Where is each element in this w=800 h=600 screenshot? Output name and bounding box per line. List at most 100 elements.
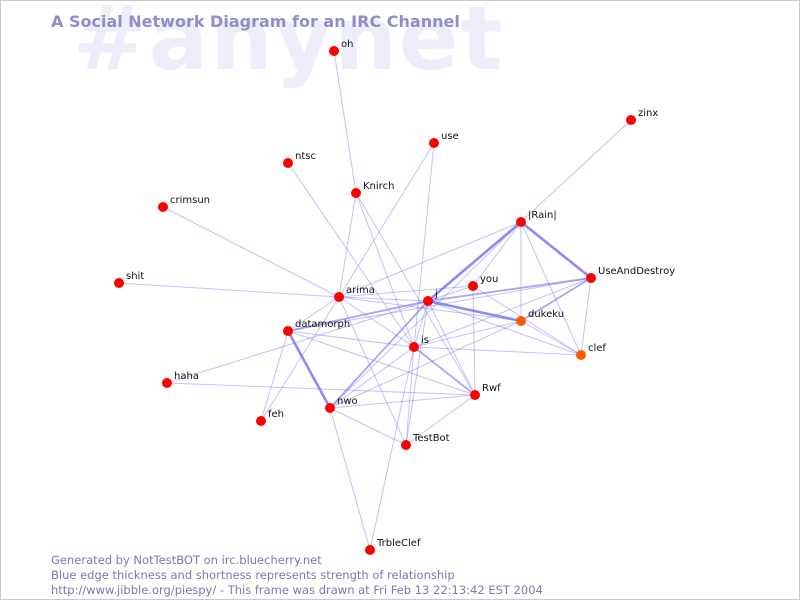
edge-ntsc-is bbox=[287, 162, 415, 348]
edge-arima-dukeku bbox=[338, 296, 522, 322]
node-label: Knirch bbox=[363, 181, 394, 192]
edge-Rain-UseAndDestroy bbox=[520, 220, 592, 280]
node-label: ntsc bbox=[295, 151, 316, 162]
node-label: oh bbox=[341, 39, 353, 50]
node-feh: feh bbox=[256, 409, 284, 426]
node-ntsc: ntsc bbox=[283, 151, 316, 168]
node-dot bbox=[576, 350, 586, 360]
node-dot bbox=[158, 202, 168, 212]
node-label: feh bbox=[268, 409, 284, 420]
edge-arima-TestBot bbox=[338, 296, 407, 446]
node-zinx: zinx bbox=[626, 108, 658, 125]
node-nwo: nwo bbox=[325, 396, 358, 413]
node-Rwf: Rwf bbox=[470, 383, 501, 400]
node-label: |Rain| bbox=[528, 210, 557, 221]
node-Knirch: Knirch bbox=[351, 181, 394, 198]
edge-dukeku-clef bbox=[520, 320, 582, 356]
edge-oh-Knirch bbox=[333, 50, 357, 194]
node-dot bbox=[256, 416, 266, 426]
edge-use-arima bbox=[338, 142, 435, 298]
node-shit: shit bbox=[114, 271, 144, 288]
node-dot bbox=[351, 188, 361, 198]
node-dot bbox=[283, 158, 293, 168]
edge-nwo-dukeku bbox=[329, 320, 522, 409]
edge-j-clef bbox=[427, 300, 582, 356]
edge-datamorph-feh bbox=[260, 330, 289, 422]
node-label: TrbleClef bbox=[376, 538, 421, 549]
node-dot bbox=[586, 273, 596, 283]
edge-datamorph-is bbox=[287, 330, 415, 348]
node-crimsun: crimsun bbox=[158, 195, 210, 212]
node-label: TestBot bbox=[412, 433, 450, 444]
node-dot bbox=[468, 281, 478, 291]
node-label: is bbox=[421, 335, 429, 346]
node-label: datamorph bbox=[295, 319, 350, 330]
edge-zinx-Rain bbox=[520, 119, 632, 223]
footer-legend-note: Blue edge thickness and shortness repres… bbox=[51, 568, 455, 582]
edge-nwo-Rwf bbox=[329, 394, 476, 409]
edge-you-j bbox=[427, 285, 474, 302]
edge-UseAndDestroy-j bbox=[427, 277, 592, 302]
node-j: j bbox=[423, 289, 438, 306]
node-Rain: |Rain| bbox=[516, 210, 557, 227]
node-datamorph: datamorph bbox=[283, 319, 350, 336]
node-dot bbox=[429, 138, 439, 148]
channel-watermark: #anynet bbox=[73, 0, 505, 90]
edge-j-datamorph bbox=[287, 300, 429, 332]
diagram-title: A Social Network Diagram for an IRC Chan… bbox=[51, 12, 460, 31]
edge-Knirch-is bbox=[355, 192, 415, 348]
edge-UseAndDestroy-dukeku bbox=[520, 277, 592, 322]
edge-Knirch-Rwf bbox=[355, 192, 476, 396]
edge-datamorph-nwo bbox=[286, 330, 332, 409]
edge-Rwf-TestBot bbox=[405, 394, 476, 446]
edge-you-arima bbox=[338, 285, 474, 298]
edge-is-Rwf bbox=[413, 346, 476, 396]
edge-shit-arima bbox=[118, 282, 340, 298]
node-UseAndDestroy: UseAndDestroy bbox=[586, 266, 675, 283]
node-TestBot: TestBot bbox=[401, 433, 450, 450]
node-label: UseAndDestroy bbox=[598, 266, 675, 277]
node-label: Rwf bbox=[482, 383, 501, 394]
node-label: clef bbox=[588, 343, 606, 354]
node-dot bbox=[516, 316, 526, 326]
node-use: use bbox=[429, 131, 459, 148]
node-label: arima bbox=[346, 285, 375, 296]
node-is: is bbox=[409, 335, 429, 352]
node-dot bbox=[329, 46, 339, 56]
node-label: j bbox=[434, 289, 438, 300]
node-dot bbox=[409, 342, 419, 352]
node-dot bbox=[365, 545, 375, 555]
edge-j-Rwf bbox=[427, 300, 476, 396]
node-label: you bbox=[480, 274, 498, 285]
node-dot bbox=[325, 403, 335, 413]
edge-crimsun-arima bbox=[162, 206, 340, 298]
edge-is-dukeku bbox=[413, 320, 522, 348]
edge-Knirch-arima bbox=[338, 192, 357, 298]
node-label: zinx bbox=[638, 108, 658, 119]
edge-feh-arima bbox=[260, 296, 340, 422]
edge-Rain-you bbox=[472, 221, 522, 287]
edge-is-clef bbox=[413, 346, 582, 356]
edge-j-TestBot bbox=[405, 300, 429, 446]
edge-you-Rwf bbox=[472, 285, 476, 396]
node-label: use bbox=[441, 131, 459, 142]
node-label: dukeku bbox=[528, 309, 564, 320]
footer: Generated by NotTestBOT on irc.bluecherr… bbox=[51, 553, 543, 598]
node-label: shit bbox=[126, 271, 144, 282]
edge-is-TestBot bbox=[405, 346, 415, 446]
node-label: crimsun bbox=[170, 195, 210, 206]
node-haha: haha bbox=[162, 371, 199, 388]
edge-arima-datamorph bbox=[287, 296, 340, 332]
node-dot bbox=[470, 390, 480, 400]
node-dukeku: dukeku bbox=[516, 309, 564, 326]
edge-arima-j bbox=[338, 296, 429, 302]
edge-TrbleClef-is bbox=[369, 346, 415, 551]
edge-UseAndDestroy-clef bbox=[580, 277, 592, 356]
node-label: haha bbox=[174, 371, 199, 382]
edge-Rain-arima bbox=[338, 221, 522, 298]
edge-Rain-clef bbox=[520, 221, 582, 356]
node-dot bbox=[334, 292, 344, 302]
node-arima: arima bbox=[334, 285, 375, 302]
edge-UseAndDestroy-is bbox=[413, 277, 592, 348]
